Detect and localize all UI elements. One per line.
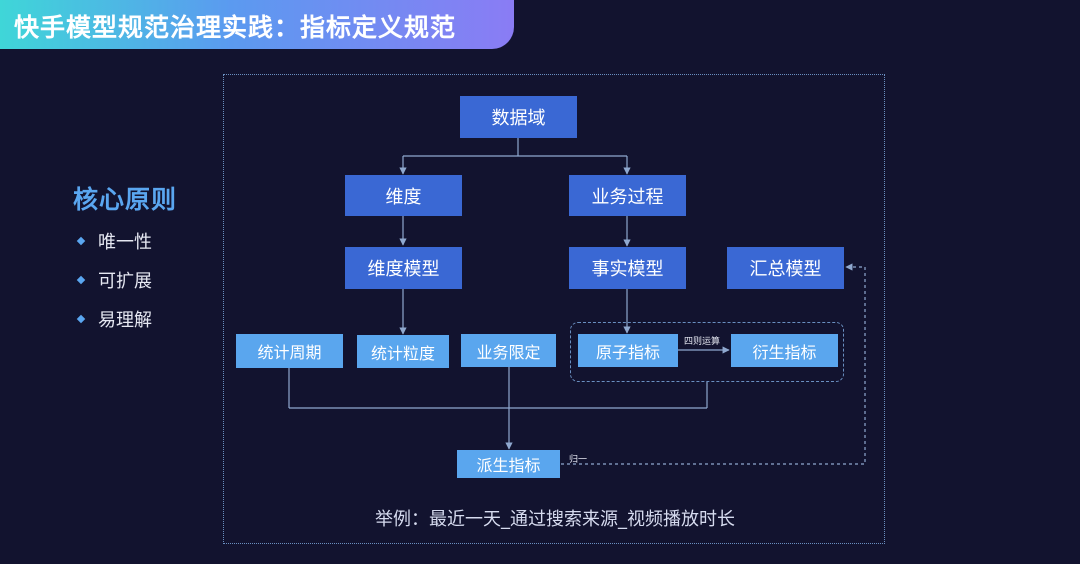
principle-label: 可扩展: [98, 271, 152, 292]
node-fact-model: 事实模型: [569, 247, 686, 289]
principle-item: 唯一性: [76, 228, 152, 254]
node-dimension: 维度: [345, 175, 462, 216]
metric-group-frame: [570, 322, 844, 382]
diagram-frame: [223, 74, 885, 544]
title-banner: 快手模型规范治理实践：指标定义规范: [0, 0, 514, 49]
node-data-domain: 数据域: [460, 96, 577, 138]
principle-item: 可扩展: [76, 267, 152, 293]
node-stat-granularity: 统计粒度: [357, 335, 449, 368]
edge-normalize: [561, 263, 866, 465]
example-text: 举例：最近一天_通过搜索来源_视频播放时长: [375, 509, 735, 530]
principle-label: 易理解: [98, 310, 152, 331]
node-stat-period: 统计周期: [236, 334, 343, 368]
principle-item: 易理解: [76, 306, 152, 332]
edge-label-normalize: 归一: [569, 455, 588, 465]
node-summary-model: 汇总模型: [727, 247, 844, 289]
node-business-process: 业务过程: [569, 175, 686, 216]
node-dimension-model: 维度模型: [345, 247, 462, 289]
principle-label: 唯一性: [98, 232, 152, 253]
node-derived-metric: 派生指标: [457, 450, 560, 478]
edge-label-arithmetic: 四则运算: [684, 337, 721, 347]
page-title: 快手模型规范治理实践：指标定义规范: [14, 13, 457, 42]
node-derived-metric-right: 衍生指标: [731, 334, 838, 367]
node-atomic-metric: 原子指标: [578, 334, 678, 367]
node-business-limit: 业务限定: [461, 334, 556, 367]
principles-heading: 核心原则: [73, 185, 178, 214]
